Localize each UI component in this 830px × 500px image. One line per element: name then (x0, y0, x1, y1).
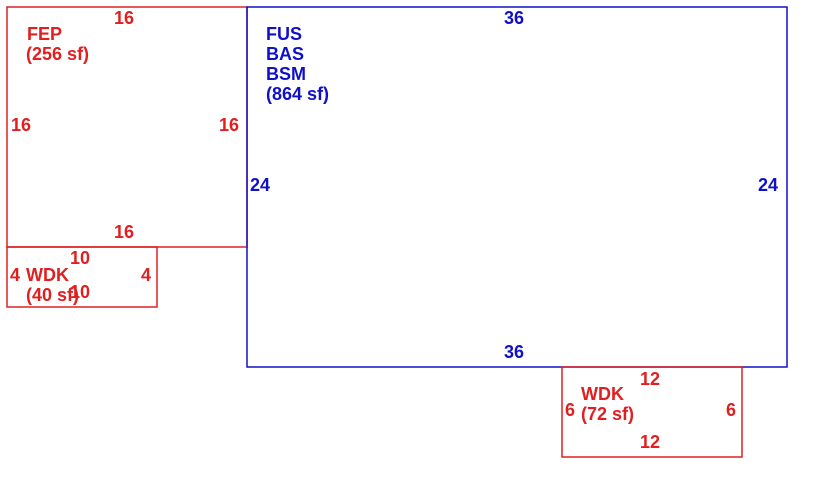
wdk-large-dim-top: 12 (640, 369, 660, 389)
main-dim-left: 24 (250, 175, 270, 195)
wdk-small-outline (6, 246, 158, 308)
main-outline (246, 6, 788, 368)
wdk-small-area: 10 4 WDK 4 (40 sf) 10 (6, 246, 158, 308)
main-dim-right: 24 (758, 175, 778, 195)
main-area-label: (864 sf) (266, 84, 329, 104)
wdk-small-label: WDK (26, 265, 69, 285)
wdk-small-area-label: (40 sf) (26, 285, 79, 305)
wdk-small-dim-top: 10 (70, 248, 90, 268)
wdk-large-outline (561, 366, 743, 458)
fep-label: FEP (27, 24, 62, 44)
wdk-large-dim-right: 6 (726, 400, 736, 420)
wdk-small-dim-right: 4 (141, 265, 151, 285)
wdk-large-area: 12 WDK 6 (72 sf) 6 12 (561, 366, 743, 458)
fep-dim-left: 16 (11, 115, 31, 135)
main-dim-top: 36 (504, 8, 524, 28)
wdk-large-dim-bottom: 12 (640, 432, 660, 452)
main-label-3: BSM (266, 64, 306, 84)
main-dim-bottom: 36 (504, 342, 524, 362)
fep-area-label: (256 sf) (26, 44, 89, 64)
fep-dim-bottom: 16 (114, 222, 134, 242)
main-area: FUS BAS BSM (864 sf) 36 24 24 36 (246, 6, 788, 368)
main-label-1: FUS (266, 24, 302, 44)
fep-dim-top: 16 (114, 8, 134, 28)
wdk-large-label: WDK (581, 384, 624, 404)
wdk-large-dim-left: 6 (565, 400, 575, 420)
fep-dim-right: 16 (219, 115, 239, 135)
wdk-large-area-label: (72 sf) (581, 404, 634, 424)
fep-area: FEP (256 sf) 16 16 16 16 (6, 6, 248, 248)
wdk-small-dim-left: 4 (10, 265, 20, 285)
main-label-2: BAS (266, 44, 304, 64)
wdk-small-dim-bottom: 10 (70, 282, 90, 302)
